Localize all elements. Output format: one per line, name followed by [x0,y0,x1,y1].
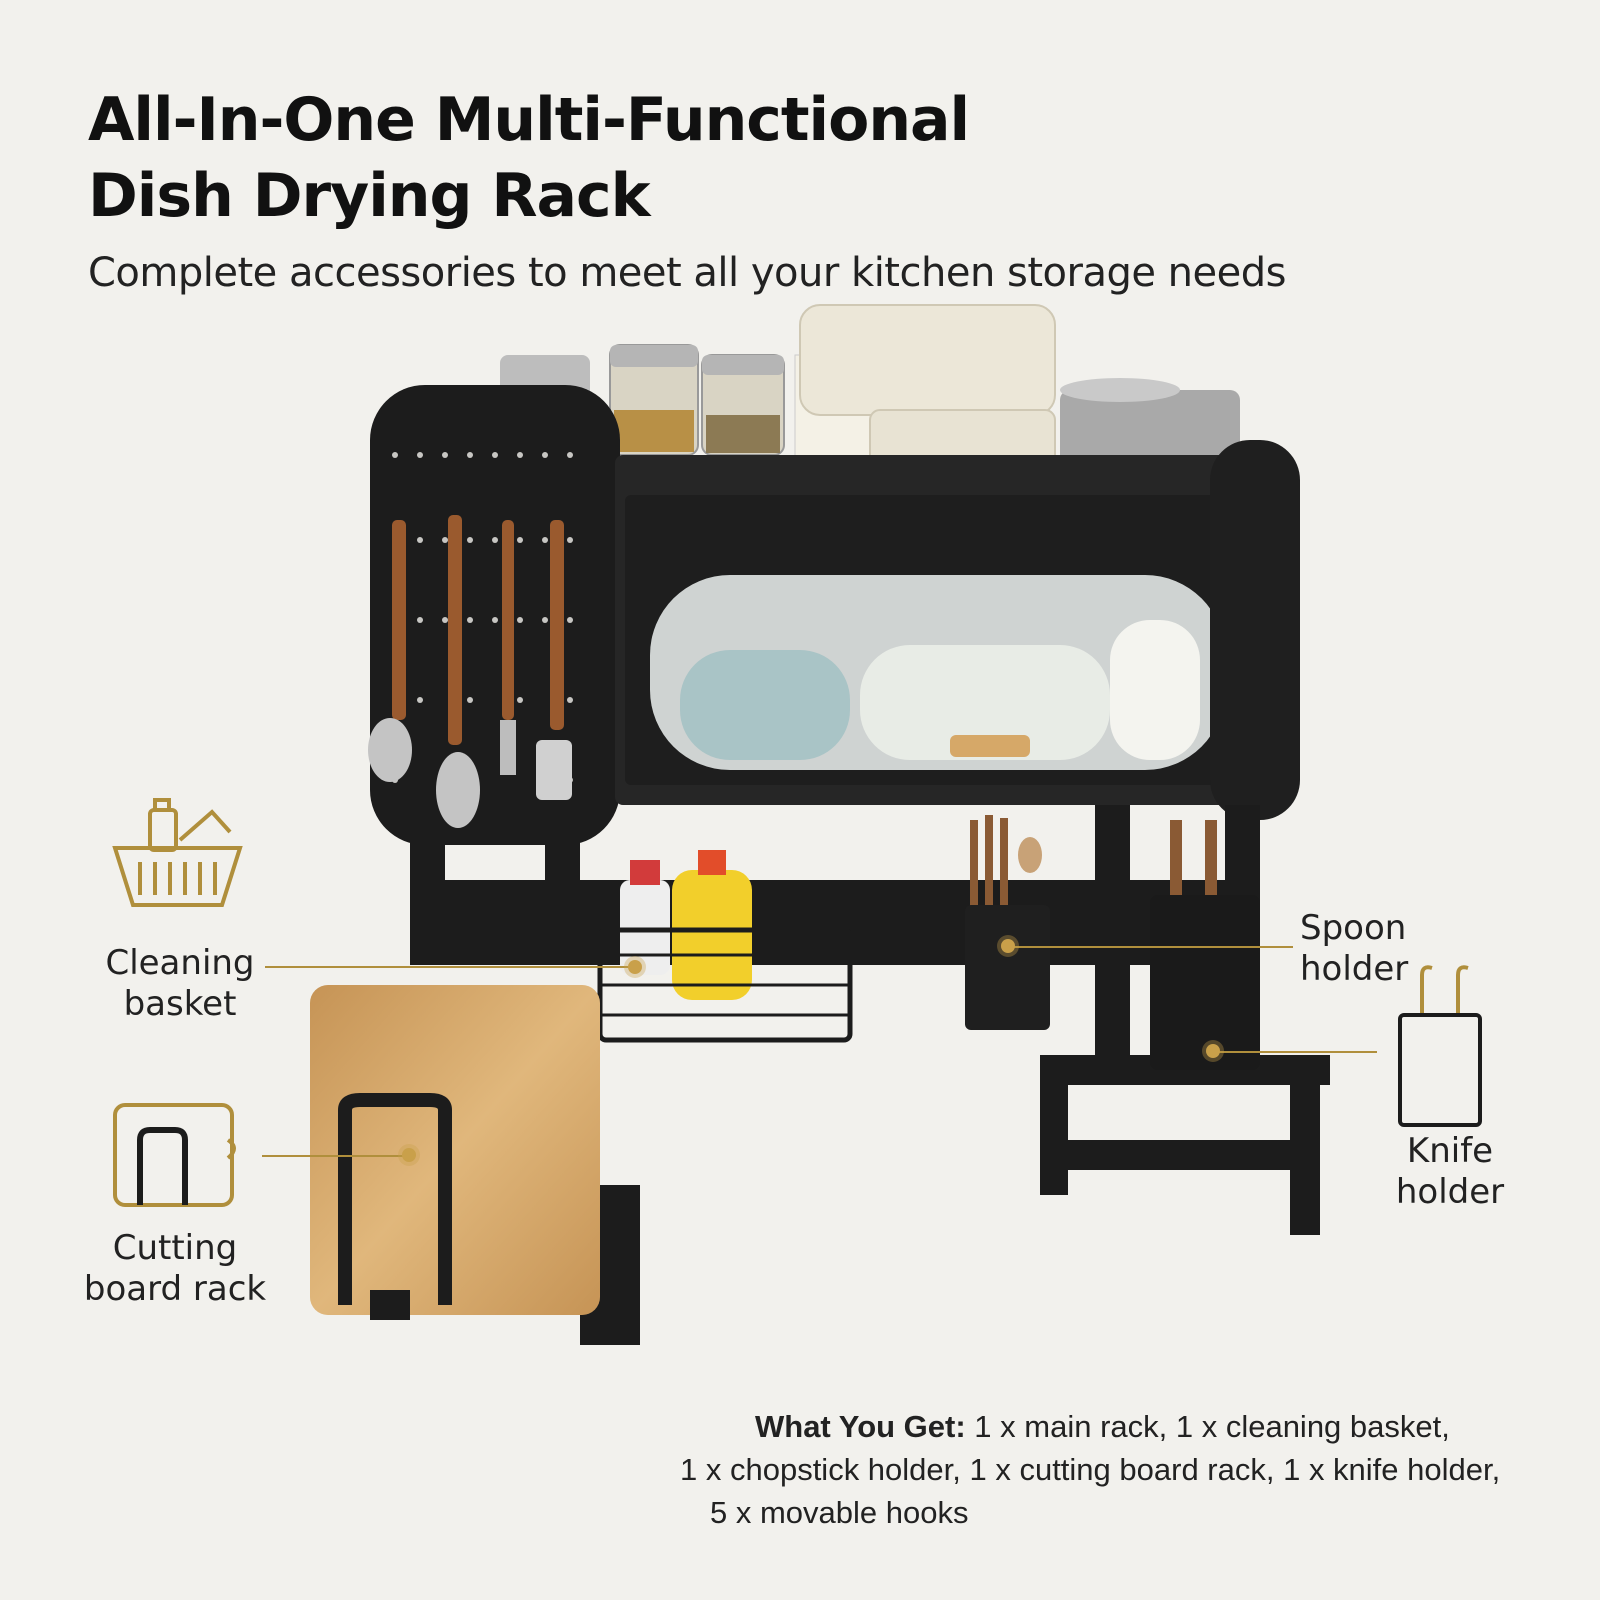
main-rack [615,440,1300,820]
what-you-get-line1: What You Get: 1 x main rack, 1 x cleanin… [680,1405,1560,1448]
spoon-holder-dot [1001,939,1015,953]
knife-holder-label: Knife holder [1365,1131,1535,1213]
knife-holder-dot [1206,1044,1220,1058]
cleaning-basket-dot [628,960,642,974]
knife-holder-line [1212,1051,1377,1053]
chopstick-holder [965,815,1050,1030]
plates [680,620,1200,760]
cutting-board-line [262,1155,407,1157]
what-you-get-line3: 5 x movable hooks [710,1495,969,1530]
cutting-board-rack-label-line2: board rack [83,1269,267,1309]
spoon-holder-label-line2: holder [1300,949,1409,989]
title-line-2: Dish Drying Rack [88,161,650,231]
page-title: All-In-One Multi-Functional Dish Drying … [88,82,1188,234]
basket-with-bottles [597,850,853,1043]
cutting-board-rack-label: Cutting board rack [70,1228,280,1310]
spoon-holder-label-line1: Spoon [1300,908,1407,948]
board-rack-icon [113,1103,236,1207]
knife-holder-label-line1: Knife [1406,1131,1494,1171]
cleaning-basket-label-line1: Cleaning [105,943,255,983]
basket-icon [112,798,243,907]
knife-holder-label-line2: holder [1395,1172,1505,1212]
what-you-get-text1: 1 x main rack, 1 x cleaning basket, [974,1409,1450,1444]
spoon-holder-line [1008,946,1293,948]
pegboard-panel [368,385,620,845]
cutting-board [310,985,600,1320]
cleaning-basket-label-line2: basket [123,984,237,1024]
title-line-1: All-In-One Multi-Functional [88,85,970,155]
cutting-board-dot [402,1148,416,1162]
cutting-board-rack-label-line1: Cutting [112,1228,238,1268]
knives [1150,820,1260,1070]
spoon-holder-label: Spoon holder [1300,908,1440,990]
page-subtitle: Complete accessories to meet all your ki… [88,250,1286,296]
what-you-get-line2: 1 x chopstick holder, 1 x cutting board … [680,1452,1501,1487]
hanging-utensils [368,515,572,828]
cleaning-basket-line [265,966,635,968]
cleaning-basket-label: Cleaning basket [80,943,280,1025]
what-you-get: What You Get: 1 x main rack, 1 x cleanin… [680,1405,1560,1534]
knife-block-icon [1398,965,1482,1127]
what-you-get-label: What You Get: [755,1409,975,1444]
